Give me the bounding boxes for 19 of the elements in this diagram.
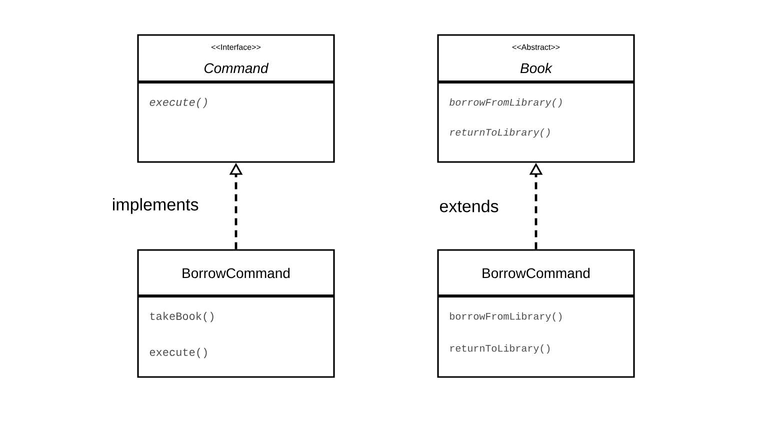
class-name: Book (520, 62, 553, 74)
edge-label: implements (113, 198, 198, 214)
method-name: borrowFromLibrary() (450, 98, 562, 108)
method-name: borrowFromLibrary() (450, 312, 562, 322)
class-name: Command (204, 62, 269, 74)
method-name: execute() (150, 348, 207, 358)
method-name: returnToLibrary() (450, 344, 550, 354)
method-name: execute() (150, 98, 207, 108)
stereotype-label: <<Interface>> (212, 44, 261, 50)
class-name: BorrowCommand (482, 268, 590, 278)
class-box (137, 34, 335, 163)
class-box (437, 34, 635, 163)
class-name: BorrowCommand (182, 268, 290, 278)
stereotype-label: <<Abstract>> (512, 44, 560, 50)
class-box (137, 249, 335, 378)
edge-label: extends (440, 200, 498, 212)
method-name: takeBook() (150, 312, 214, 322)
class-box (437, 249, 635, 378)
method-name: returnToLibrary() (450, 128, 550, 138)
